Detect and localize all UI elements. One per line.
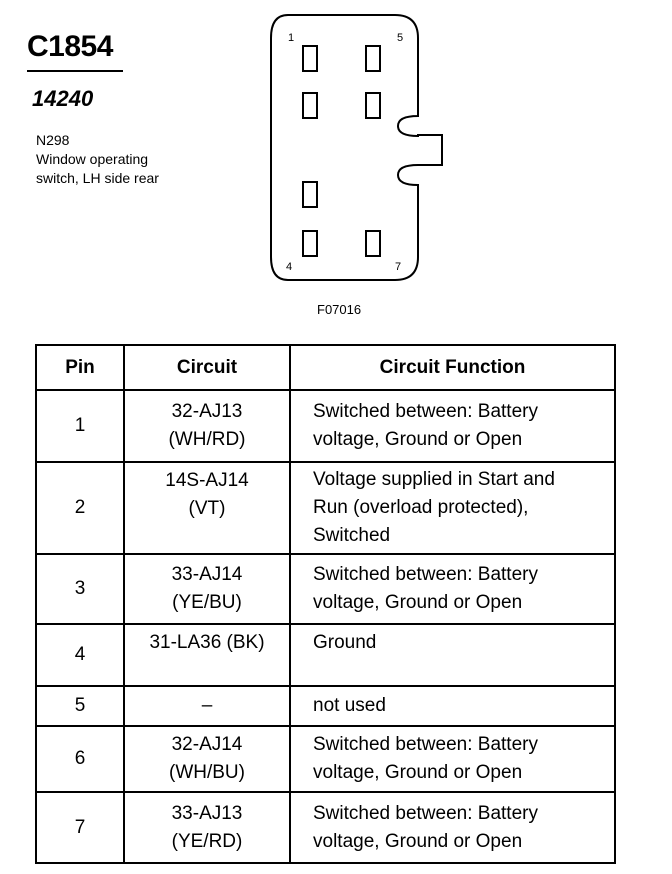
terminal-slot bbox=[365, 45, 381, 72]
connector-id: C1854 bbox=[27, 30, 113, 63]
circuit-code: – bbox=[201, 695, 213, 716]
wire-color: (WH/BU) bbox=[169, 762, 245, 783]
function-line: Switched between: Battery bbox=[313, 401, 538, 422]
terminal-slot bbox=[365, 92, 381, 119]
function-cell: Voltage supplied in Start and Run (overl… bbox=[289, 461, 616, 555]
table-row: 5 – not used bbox=[35, 685, 616, 727]
description-line: switch, LH side rear bbox=[36, 170, 159, 186]
function-cell: Switched between: Battery voltage, Groun… bbox=[289, 389, 616, 463]
pin-number: 5 bbox=[35, 685, 125, 727]
connector-outline bbox=[270, 14, 443, 281]
pin-label-5: 5 bbox=[397, 32, 403, 44]
circuit-column-header: Circuit bbox=[123, 344, 291, 391]
function-line: voltage, Ground or Open bbox=[313, 830, 523, 852]
function-line: Ground bbox=[313, 632, 377, 653]
circuit-cell: 32-AJ13 (WH/RD) bbox=[123, 389, 291, 463]
pin-label-4: 4 bbox=[286, 261, 292, 273]
pin-number: 7 bbox=[35, 791, 125, 864]
function-line: Switched between: Battery bbox=[313, 802, 538, 824]
wire-color: (VT) bbox=[188, 498, 226, 519]
pin-number: 6 bbox=[35, 725, 125, 793]
pinout-table: Pin Circuit Circuit Function 1 32-AJ13 (… bbox=[35, 344, 616, 864]
function-line: voltage, Ground or Open bbox=[313, 762, 523, 783]
circuit-code: 32-AJ14 bbox=[171, 734, 243, 755]
function-cell: Switched between: Battery voltage, Groun… bbox=[289, 791, 616, 864]
table-row: 6 32-AJ14 (WH/BU) Switched between: Batt… bbox=[35, 725, 616, 793]
pin-label-1: 1 bbox=[288, 32, 294, 44]
circuit-cell: 32-AJ14 (WH/BU) bbox=[123, 725, 291, 793]
circuit-code: 33-AJ14 bbox=[171, 564, 243, 585]
terminal-slot bbox=[302, 181, 318, 208]
connector-face-diagram: 1 5 4 7 bbox=[270, 14, 443, 281]
function-line: Voltage supplied in Start and bbox=[313, 469, 555, 490]
pin-label-7: 7 bbox=[395, 261, 401, 273]
function-cell: not used bbox=[289, 685, 616, 727]
table-row: 2 14S-AJ14 (VT) Voltage supplied in Star… bbox=[35, 461, 616, 555]
pin-number: 4 bbox=[35, 623, 125, 687]
circuit-cell: 33-AJ14 (YE/BU) bbox=[123, 553, 291, 625]
title-underline bbox=[27, 70, 123, 72]
circuit-code: 32-AJ13 bbox=[171, 401, 243, 422]
function-line: not used bbox=[313, 695, 386, 716]
function-line: voltage, Ground or Open bbox=[313, 429, 523, 450]
function-line: voltage, Ground or Open bbox=[313, 592, 523, 613]
figure-code: F07016 bbox=[317, 302, 362, 317]
description-line: N298 bbox=[36, 132, 70, 148]
function-line: Switched between: Battery bbox=[313, 564, 538, 585]
table-row: 3 33-AJ14 (YE/BU) Switched between: Batt… bbox=[35, 553, 616, 625]
part-number: 14240 bbox=[32, 86, 94, 111]
table-row: 4 31-LA36 (BK) Ground bbox=[35, 623, 616, 687]
table-row: 7 33-AJ13 (YE/RD) Switched between: Batt… bbox=[35, 791, 616, 864]
function-column-header: Circuit Function bbox=[289, 344, 616, 391]
circuit-cell: 14S-AJ14 (VT) bbox=[123, 461, 291, 555]
pin-number: 2 bbox=[35, 461, 125, 555]
pin-column-header: Pin bbox=[35, 344, 125, 391]
circuit-code: 14S-AJ14 bbox=[165, 470, 249, 491]
circuit-cell: – bbox=[123, 685, 291, 727]
function-cell: Switched between: Battery voltage, Groun… bbox=[289, 553, 616, 625]
terminal-slot bbox=[302, 45, 318, 72]
description-line: Window operating bbox=[36, 151, 149, 167]
pin-number: 3 bbox=[35, 553, 125, 625]
circuit-cell: 33-AJ13 (YE/RD) bbox=[123, 791, 291, 864]
function-line: Switched between: Battery bbox=[313, 734, 538, 755]
terminal-slot bbox=[302, 92, 318, 119]
terminal-slot bbox=[365, 230, 381, 257]
function-cell: Switched between: Battery voltage, Groun… bbox=[289, 725, 616, 793]
connector-description: N298 Window operating switch, LH side re… bbox=[36, 131, 159, 188]
wire-color: (WH/RD) bbox=[168, 429, 246, 450]
circuit-code: 33-AJ13 bbox=[171, 802, 243, 824]
table-row: 1 32-AJ13 (WH/RD) Switched between: Batt… bbox=[35, 389, 616, 463]
terminal-slot bbox=[302, 230, 318, 257]
wire-color: (YE/RD) bbox=[171, 830, 243, 852]
wire-color: (YE/BU) bbox=[172, 592, 242, 613]
table-header-row: Pin Circuit Circuit Function bbox=[35, 344, 616, 391]
pin-number: 1 bbox=[35, 389, 125, 463]
function-line: Run (overload protected), bbox=[313, 497, 529, 518]
circuit-cell: 31-LA36 (BK) bbox=[123, 623, 291, 687]
function-line: Switched bbox=[313, 525, 391, 546]
function-cell: Ground bbox=[289, 623, 616, 687]
circuit-code: 31-LA36 (BK) bbox=[149, 632, 265, 653]
